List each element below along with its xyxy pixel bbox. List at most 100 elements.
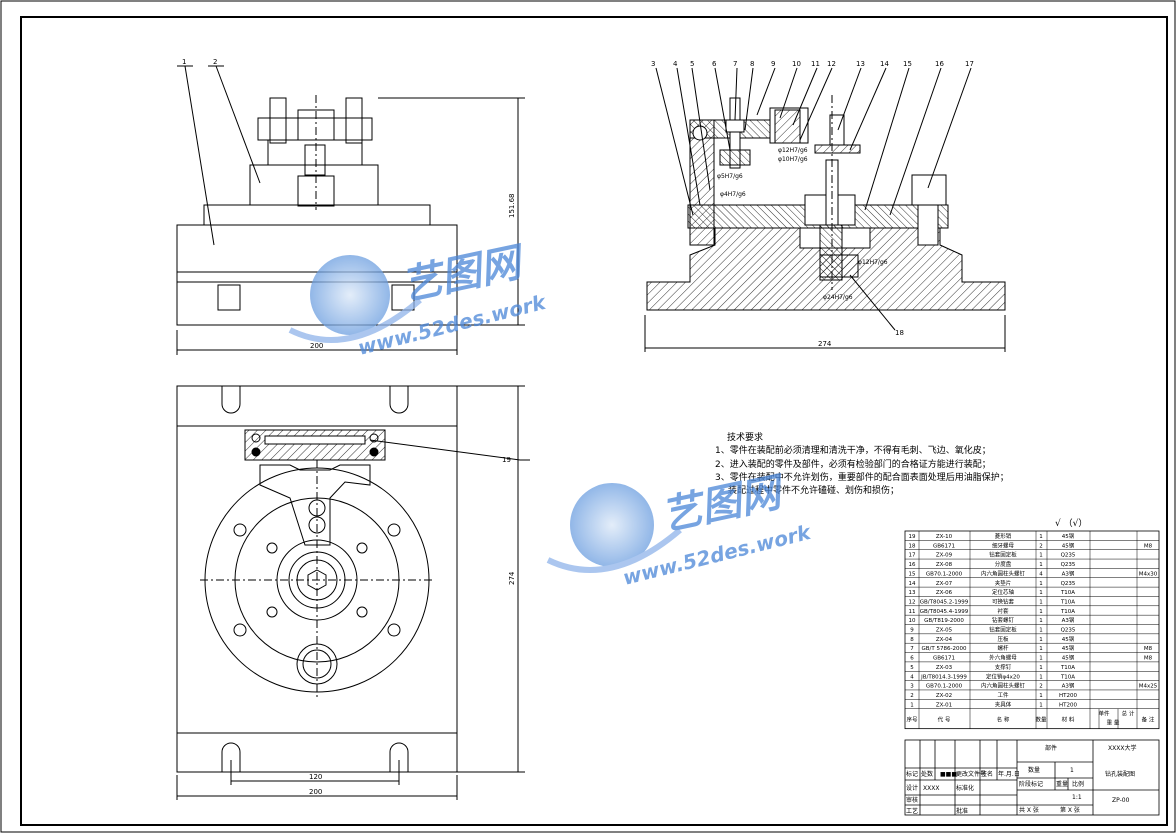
bom-cell-qty: 1 — [1039, 534, 1043, 540]
bom-cell-name: 内六角圆柱头螺钉 — [981, 569, 1026, 577]
bom-cell-code: ZX-03 — [936, 665, 953, 671]
bom-cell-no: 1 — [910, 702, 914, 708]
front-view — [176, 65, 525, 355]
bom-cell-qty: 1 — [1039, 628, 1043, 634]
balloon-2: 2 — [213, 58, 217, 66]
bom-cell-material: Q235 — [1061, 562, 1076, 568]
bom-cell-material: 45钢 — [1062, 644, 1075, 652]
bom-cell-qty: 1 — [1039, 656, 1043, 662]
balloon-17: 17 — [965, 60, 974, 68]
bom-cell-name: 外六角螺母 — [989, 654, 1017, 662]
balloon-12: 12 — [827, 60, 836, 68]
bom-cell-no: 4 — [910, 674, 914, 680]
tech-req-title: 技术要求 — [727, 431, 763, 443]
balloon-14: 14 — [880, 60, 889, 68]
bom-cell-code: ZX-04 — [936, 637, 953, 643]
tb-count: 处数 — [921, 770, 933, 778]
bom-cell-qty: 1 — [1039, 553, 1043, 559]
bom-cell-qty: 1 — [1039, 665, 1043, 671]
bom-cell-no: 11 — [909, 609, 916, 615]
bom-cell-name: 钻套螺钉 — [992, 616, 1015, 624]
balloon-1: 1 — [182, 58, 186, 66]
bom-cell-note: M8 — [1144, 656, 1153, 662]
bom-cell-qty: 2 — [1039, 684, 1043, 690]
tb-sheet-no: 第 X 张 — [1060, 806, 1080, 814]
bom-cell-material: Q235 — [1061, 581, 1076, 587]
bom-cell-qty: 1 — [1039, 693, 1043, 699]
watermark-1: 艺图网 www.52des.work — [288, 239, 549, 360]
tb-school: XXXX大学 — [1108, 744, 1136, 752]
bom-cell-material: T10A — [1060, 674, 1075, 680]
watermark-2: 艺图网 www.52des.work — [546, 469, 814, 590]
fit-6: φ24H7/g6 — [823, 294, 853, 301]
tb-weight-label: 重量 — [1056, 780, 1068, 788]
bom-cell-no: 6 — [910, 656, 914, 662]
dim-front-width: 200 — [310, 342, 323, 350]
tb-qty-label: 数量 — [1028, 766, 1040, 774]
tb-mark: 标记 — [906, 770, 918, 778]
bom-cell-note: M4x30 — [1139, 571, 1158, 577]
balloon-15: 15 — [903, 60, 912, 68]
balloon-7: 7 — [733, 60, 737, 68]
bom-cell-qty: 1 — [1039, 581, 1043, 587]
bom-cell-name: 钻套固定板 — [989, 551, 1017, 559]
bom-cell-name: 内六角圆柱头螺钉 — [981, 682, 1026, 690]
bom-cell-no: 9 — [910, 628, 914, 634]
bom-header-code: 代 号 — [938, 716, 951, 724]
bom-cell-qty: 1 — [1039, 562, 1043, 568]
bom-cell-material: 45钢 — [1062, 541, 1075, 549]
balloon-13: 13 — [856, 60, 865, 68]
bom-cell-code: GB/T8045.2-1999 — [920, 599, 969, 605]
inner-frame — [20, 16, 1168, 826]
balloon-11: 11 — [811, 60, 820, 68]
bom-cell-name: 细牙螺母 — [992, 541, 1015, 549]
top-view — [176, 385, 530, 800]
bom-cell-no: 14 — [909, 581, 916, 587]
balloon-16: 16 — [935, 60, 944, 68]
bom-cell-material: A3钢 — [1062, 616, 1075, 624]
tb-designer: 设计 — [906, 784, 918, 792]
bom-cell-material: T10A — [1060, 599, 1075, 605]
bom-cell-qty: 1 — [1039, 702, 1043, 708]
fit-1: φ12H7/g6 — [778, 147, 808, 154]
bom-cell-qty: 4 — [1039, 571, 1043, 577]
bom-cell-code: JB/T8014.3-1999 — [920, 674, 967, 680]
title-block — [904, 739, 1160, 816]
bom-cell-material: HT200 — [1059, 693, 1077, 699]
tb-change-doc: 更改文件号 — [956, 770, 986, 778]
fit-5: φ12H7/g6 — [858, 259, 888, 266]
bom-cell-note: M8 — [1144, 646, 1153, 652]
tb-part-label: 部件 — [1045, 744, 1057, 752]
balloon-4: 4 — [673, 60, 678, 68]
bom-cell-code: GB6171 — [933, 543, 955, 549]
bom-cell-no: 7 — [910, 646, 914, 652]
bom-cell-code: GB/T 5786-2000 — [922, 646, 967, 652]
bom-cell-qty: 1 — [1039, 609, 1043, 615]
bom-cell-material: 45钢 — [1062, 654, 1075, 662]
bom-cell-no: 2 — [910, 693, 914, 699]
fit-4: φ4H7/g6 — [720, 191, 746, 198]
bom-cell-note: M8 — [1144, 543, 1153, 549]
bom-cell-name: 压板 — [997, 635, 1009, 643]
bom-header-no: 序号 — [906, 716, 918, 724]
bom-cell-name: 支撑钉 — [995, 663, 1012, 671]
bom-cell-name: 菱形销 — [995, 532, 1012, 540]
balloon-3: 3 — [651, 60, 655, 68]
dim-top-height: 274 — [508, 571, 516, 585]
balloon-5: 5 — [690, 60, 694, 68]
bom-header-material: 材 料 — [1062, 716, 1075, 724]
bom-cell-code: ZX-02 — [936, 693, 952, 699]
fit-2: φ10H7/g6 — [778, 156, 808, 163]
bom-cell-code: ZX-07 — [936, 581, 953, 587]
bom-cell-no: 10 — [909, 618, 916, 624]
bom-header-total: 总 计 — [1122, 710, 1135, 718]
bom-cell-no: 8 — [910, 637, 914, 643]
surface-roughness-symbol: √ （√） — [1055, 518, 1087, 529]
bom-cell-qty: 1 — [1039, 618, 1043, 624]
bom-header-name: 名 称 — [997, 716, 1010, 724]
bom-cell-material: T10A — [1060, 665, 1075, 671]
tb-scale-label: 比例 — [1072, 780, 1084, 788]
bom-cell-name: 工件 — [997, 691, 1009, 699]
